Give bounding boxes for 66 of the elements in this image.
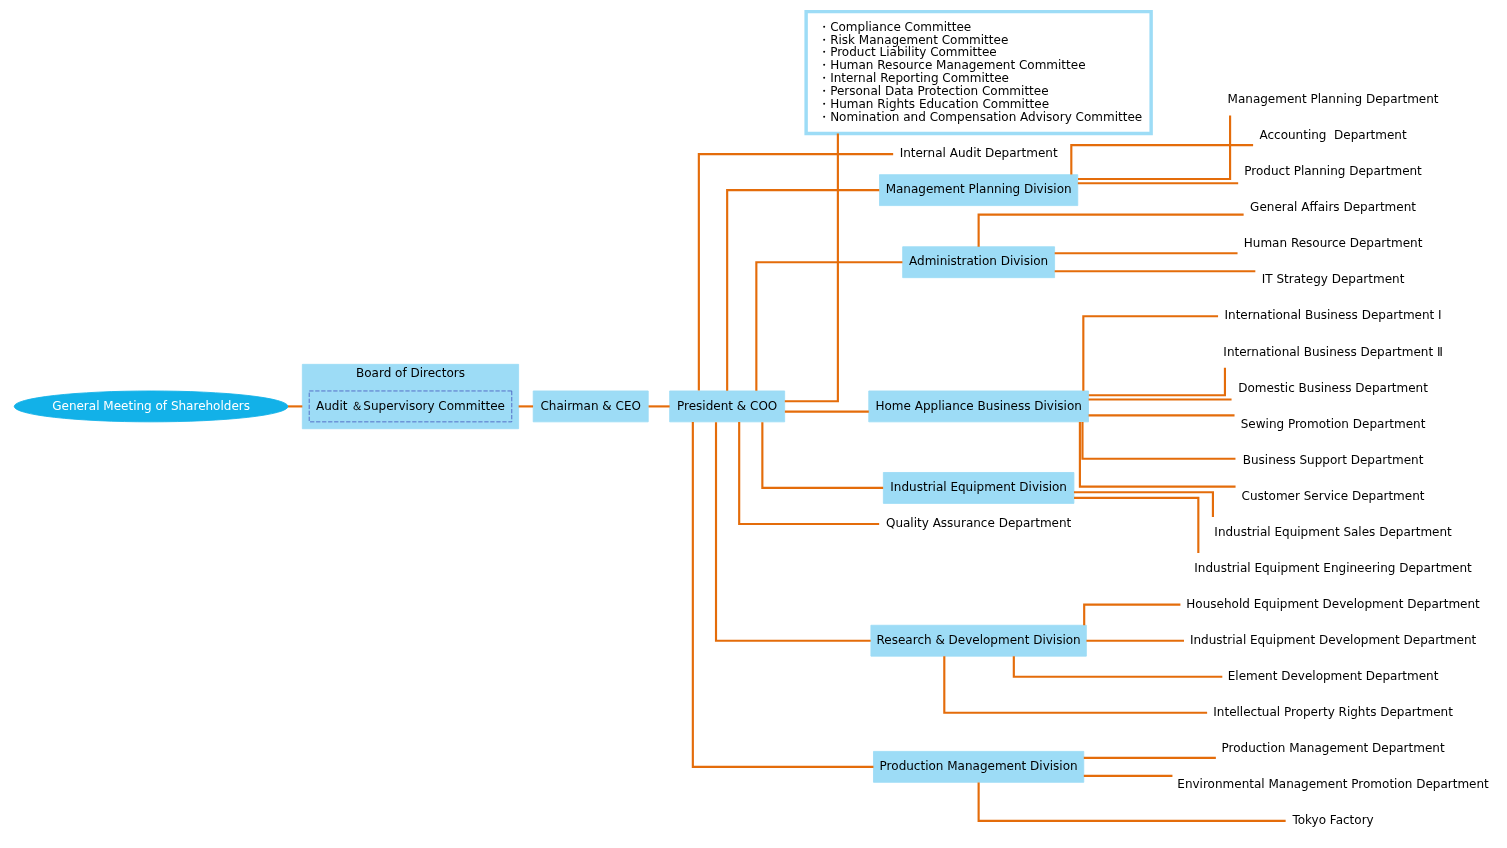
- node-text: Production Management Department: [1221, 741, 1445, 756]
- node-text: Product Planning Department: [1243, 164, 1422, 179]
- node-text: Industrial Equipment Development Department: [1189, 632, 1476, 647]
- node-text: Sewing Promotion Department: [1240, 416, 1425, 431]
- node-text: Domestic Business Department: [1237, 380, 1428, 395]
- node-box: Audit ＆Supervisory Committee: [308, 390, 512, 423]
- node-box: President & COO: [668, 390, 785, 423]
- node-box: Production Management Division: [872, 751, 1084, 783]
- node-text: International Business Department Ⅱ: [1222, 344, 1443, 359]
- node-text: Industrial Equipment Sales Department: [1213, 524, 1452, 539]
- connector: [754, 261, 902, 391]
- node-box: Research & Development Division: [870, 624, 1087, 657]
- connector: [1073, 491, 1214, 518]
- connector: [1077, 182, 1238, 185]
- connector: [1073, 496, 1199, 553]
- connector: [1088, 398, 1232, 401]
- node-box: Administration Division: [901, 246, 1055, 279]
- connector: [287, 405, 302, 408]
- connector: [648, 405, 670, 408]
- connector: [725, 189, 879, 391]
- connector: [1085, 639, 1184, 642]
- node-text: Business Support Department: [1242, 452, 1423, 467]
- node-text: Accounting Department: [1258, 128, 1407, 143]
- node-text: Intellectual Property Rights Department: [1212, 704, 1453, 719]
- connector: [1088, 414, 1235, 417]
- connector: [760, 422, 883, 489]
- connector: [714, 422, 871, 642]
- connector: [1054, 270, 1255, 273]
- connector: [1078, 421, 1236, 488]
- connector: [1081, 315, 1218, 391]
- connector: [1083, 774, 1172, 777]
- node-box: Home Appliance Business Division: [867, 390, 1089, 423]
- node-text: Element Development Department: [1227, 668, 1438, 683]
- node-box: Chairman & CEO: [532, 390, 649, 423]
- connector: [691, 421, 873, 768]
- node-text: Household Equipment Development Department: [1185, 596, 1480, 611]
- connector: [784, 133, 839, 403]
- node-box: Management Planning Division: [878, 174, 1078, 206]
- node-box: Industrial Equipment Division: [882, 472, 1074, 504]
- node-text: Environmental Management Promotion Department: [1176, 777, 1489, 792]
- connector: [1054, 252, 1238, 255]
- connector: [737, 422, 879, 526]
- node-text: Tokyo Factory: [1291, 813, 1374, 828]
- node-text: International Business Department Ⅰ: [1224, 308, 1442, 323]
- node-text: IT Strategy Department: [1261, 272, 1404, 287]
- node-ellipse: General Meeting of Shareholders: [13, 390, 288, 423]
- node-text: Industrial Equipment Engineering Department: [1193, 560, 1472, 575]
- node-text: Customer Service Department: [1241, 488, 1425, 503]
- connector: [942, 656, 1207, 714]
- node-text: Human Resource Department: [1243, 236, 1422, 251]
- connector: [1080, 422, 1235, 460]
- connector: [1077, 115, 1231, 181]
- connector: [1069, 144, 1253, 175]
- connector: [784, 410, 869, 413]
- connector: [1088, 367, 1226, 397]
- connector: [697, 153, 893, 391]
- connector: [1082, 603, 1180, 626]
- connector: [977, 782, 1286, 822]
- node-text: Quality Assurance Department: [885, 516, 1071, 531]
- connector: [518, 405, 533, 408]
- node-text: Management Planning Department: [1227, 92, 1439, 107]
- connector: [1083, 756, 1216, 759]
- node-box: ・Compliance Committee ・Risk Management Committee ・Product Liability Committee ・Human Resource Management Committee ・Internal Reporting Committee ・Personal Data Protection Committee ・Human Rights Education Committee ・Nomination and Compensation Advisory Committee: [803, 9, 1153, 136]
- node-text: Internal Audit Department: [899, 146, 1058, 161]
- node-text: General Affairs Department: [1249, 200, 1416, 215]
- connector: [977, 213, 1244, 247]
